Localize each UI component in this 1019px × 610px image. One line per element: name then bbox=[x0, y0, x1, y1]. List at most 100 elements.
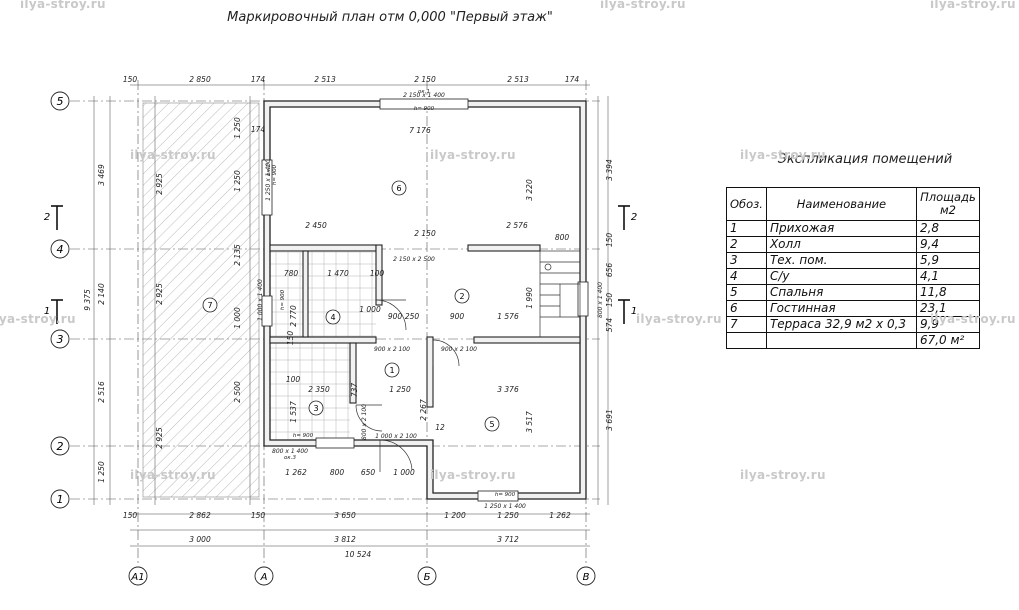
dimension-label: 800 bbox=[330, 468, 345, 477]
watermark: ilya-stroy.ru bbox=[740, 148, 826, 162]
dimension-label: 2 862 bbox=[189, 511, 211, 520]
dimension-label: 2 576 bbox=[506, 221, 528, 230]
row-name: Терраса 32,9 м2 x 0,3 bbox=[765, 316, 917, 333]
dimension-label: 574 bbox=[605, 318, 614, 333]
dimension-label: 100 bbox=[286, 375, 301, 384]
dimension-label: 150 bbox=[251, 511, 266, 520]
dimension-label: 656 bbox=[605, 263, 614, 278]
dimension-label: 250 bbox=[405, 312, 420, 321]
section-mark-label: 2 bbox=[631, 212, 637, 223]
axis-col-label: А bbox=[260, 572, 268, 583]
dimension-label: 2 770 bbox=[289, 305, 298, 327]
dimension-label: 2 925 bbox=[155, 283, 164, 305]
opening-label: 1 000 x 2 100 bbox=[375, 433, 417, 440]
opening-label: 1 250 x 1 400 bbox=[265, 159, 272, 201]
dimension-label: 150 bbox=[286, 331, 295, 346]
dimension-label: 12 bbox=[435, 423, 445, 432]
dimension-label: 780 bbox=[284, 269, 299, 278]
watermark: ilya-stroy.ru bbox=[430, 468, 516, 482]
axis-marker-circle bbox=[50, 436, 70, 456]
dimension-label: 3 376 bbox=[497, 385, 519, 394]
dimension-label: 2 140 bbox=[97, 283, 106, 305]
exterior-walls bbox=[263, 100, 587, 500]
axis-marker-circle bbox=[50, 489, 70, 509]
row-name: Спальня bbox=[765, 284, 917, 301]
dimension-label: 2 350 bbox=[308, 385, 330, 394]
dimension-label: 174 bbox=[251, 75, 266, 84]
opening-label: ок.2 bbox=[266, 164, 272, 176]
axis-row-label: 4 bbox=[57, 243, 64, 256]
dimension-label: 3 000 bbox=[189, 535, 211, 544]
axis-col-label: А1 bbox=[130, 572, 144, 583]
dimension-label: 3 812 bbox=[334, 535, 356, 544]
opening-label: 800 x 2 100 bbox=[361, 404, 368, 440]
opening-label: ок.3 bbox=[284, 455, 296, 461]
header-name: Наименование bbox=[765, 187, 917, 221]
interior-walls bbox=[269, 244, 581, 408]
dimension-label: 3 517 bbox=[525, 411, 534, 433]
header-id: Обоз. bbox=[726, 187, 767, 221]
opening-label: 1 250 x 1 400 bbox=[484, 503, 526, 510]
row-area: 11,8 bbox=[915, 284, 980, 301]
opening-label: 900 x 2 100 bbox=[441, 346, 477, 353]
row-name: Тех. пом. bbox=[765, 252, 917, 269]
dimension-label: 1 576 bbox=[497, 312, 519, 321]
opening-label: ок.1 bbox=[418, 89, 430, 95]
row-name: Гостинная bbox=[765, 300, 917, 317]
header-area: Площадь м2 bbox=[915, 187, 980, 221]
axis-row-label: 3 bbox=[57, 333, 64, 346]
opening-label: h= 900 bbox=[293, 433, 314, 439]
row-id: 2 bbox=[726, 236, 767, 253]
axis-row-label: 5 bbox=[57, 95, 64, 108]
row-area: 2,8 bbox=[915, 220, 980, 237]
dimension-label: 2 150 bbox=[414, 229, 436, 238]
dimension-label: 800 bbox=[555, 233, 570, 242]
total-empty bbox=[765, 332, 917, 349]
axis-marker-circle bbox=[128, 566, 148, 586]
dimension-label: 1 537 bbox=[289, 401, 298, 423]
row-area: 5,9 bbox=[915, 252, 980, 269]
row-id: 1 bbox=[726, 220, 767, 237]
dimension-label: 3 220 bbox=[525, 179, 534, 201]
room-marker-label: 4 bbox=[330, 313, 335, 322]
opening-label: h= 900 bbox=[272, 164, 278, 185]
row-id: 3 bbox=[726, 252, 767, 269]
dimension-label: 1 250 bbox=[233, 170, 242, 192]
dimension-label: 3 712 bbox=[497, 535, 519, 544]
room-marker-label: 1 bbox=[389, 366, 394, 375]
axis-marker-circle bbox=[50, 91, 70, 111]
watermark: ilya-stroy.ru bbox=[0, 312, 76, 326]
dimension-label: 2 135 bbox=[233, 244, 242, 266]
axis-marker-circle bbox=[417, 566, 437, 586]
room-marker-circle bbox=[384, 362, 400, 378]
windows bbox=[261, 98, 589, 502]
dimension-label: 1 250 bbox=[497, 511, 519, 520]
dimension-label: 1 470 bbox=[327, 269, 349, 278]
dimension-label: 650 bbox=[361, 468, 376, 477]
explication-header-row: Обоз. Наименование Площадь м2 bbox=[726, 187, 980, 221]
dimension-label: 1 262 bbox=[549, 511, 571, 520]
room-marker-circle bbox=[391, 180, 407, 196]
axis-row-label: 2 bbox=[57, 440, 64, 453]
dimension-label: 1 000 bbox=[393, 468, 415, 477]
row-area: 23,1 bbox=[915, 300, 980, 317]
room-marker-label: 7 bbox=[207, 301, 212, 310]
row-name: Холл bbox=[765, 236, 917, 253]
dimension-total: 10 524 bbox=[345, 550, 371, 559]
dimension-label: 150 bbox=[605, 293, 614, 308]
watermark: ilya-stroy.ru bbox=[130, 148, 216, 162]
dimension-label: 2 925 bbox=[155, 173, 164, 195]
opening-label: h= 900 bbox=[280, 289, 286, 310]
watermark: ilya-stroy.ru bbox=[740, 468, 826, 482]
dimension-total: 9 375 bbox=[83, 289, 92, 311]
doors bbox=[355, 299, 460, 472]
section-mark-label: 1 bbox=[631, 306, 637, 317]
dimension-label: 2 850 bbox=[189, 75, 211, 84]
